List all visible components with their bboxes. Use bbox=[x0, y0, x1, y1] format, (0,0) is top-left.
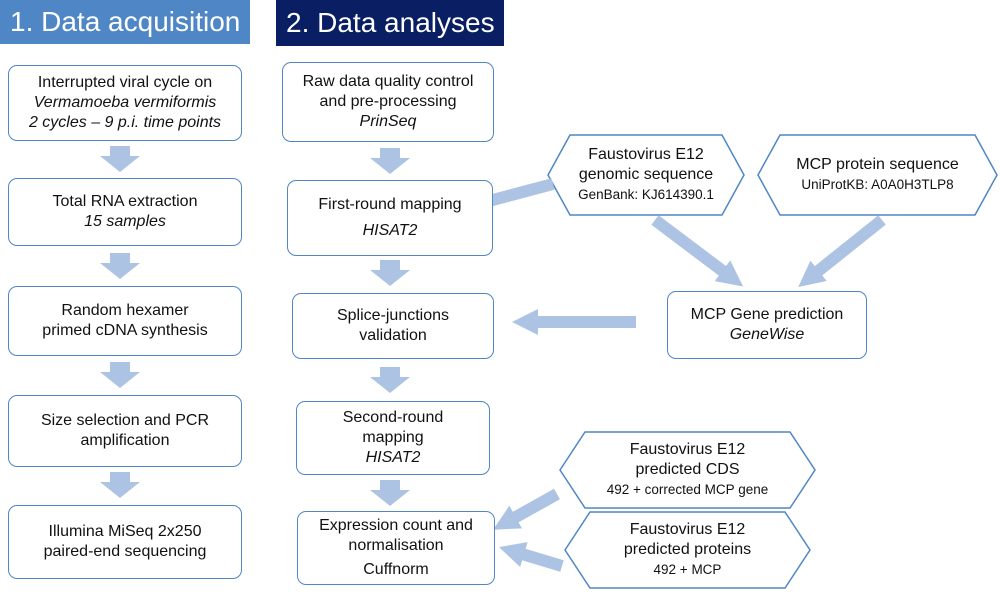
box-line: Size selection and PCR bbox=[40, 412, 210, 429]
rna-extraction-box: Total RNA extraction 15 samples bbox=[8, 178, 242, 246]
cdna-synthesis-box: Random hexamer primed cDNA synthesis bbox=[8, 286, 242, 356]
box-line: Interrupted viral cycle on bbox=[37, 74, 213, 91]
second-round-mapping-box: Second-round mapping HISAT2 bbox=[296, 401, 490, 475]
genome-sequence-input: Faustovirus E12 genomic sequence GenBank… bbox=[560, 135, 732, 215]
input-note: 492 + corrected MCP gene bbox=[606, 482, 769, 497]
down-arrow bbox=[100, 253, 140, 279]
box-line: Random hexamer bbox=[61, 302, 189, 319]
expression-count-box: Expression count and normalisation Cuffn… bbox=[297, 511, 495, 585]
tool-name: PrinSeq bbox=[359, 113, 417, 130]
down-arrow bbox=[370, 480, 410, 506]
box-line: First-round mapping bbox=[318, 196, 462, 213]
input-note: 492 + MCP bbox=[653, 562, 722, 577]
size-selection-box: Size selection and PCR amplification bbox=[8, 395, 242, 467]
down-arrow bbox=[100, 362, 140, 388]
box-line: Total RNA extraction bbox=[52, 193, 198, 210]
acquisition-down-arrows bbox=[100, 146, 140, 498]
down-arrow bbox=[100, 472, 140, 498]
box-line: and pre-processing bbox=[319, 93, 457, 110]
input-arrows bbox=[416, 178, 886, 572]
box-line: validation bbox=[359, 327, 427, 344]
box-line: Raw data quality control bbox=[302, 73, 474, 90]
input-line: Faustovirus E12 bbox=[629, 441, 746, 458]
mcp-protein-input: MCP protein sequence UniProtKB: A0A0H3TL… bbox=[768, 135, 987, 215]
input-line: predicted proteins bbox=[623, 541, 752, 558]
down-arrow bbox=[100, 146, 140, 172]
genome-to-mcp-prediction-arrow bbox=[651, 215, 744, 287]
cds-to-expression-arrow bbox=[493, 488, 560, 530]
box-line: 15 samples bbox=[84, 213, 166, 230]
input-accession: UniProtKB: A0A0H3TLP8 bbox=[801, 177, 954, 192]
down-arrow bbox=[370, 260, 410, 286]
analysis-down-arrows bbox=[370, 148, 410, 506]
tool-name: GeneWise bbox=[729, 326, 805, 343]
box-line: Splice-junctions bbox=[336, 307, 450, 324]
quality-control-box: Raw data quality control and pre-process… bbox=[282, 62, 494, 142]
genome-hexagon-outline bbox=[547, 134, 745, 216]
box-line: primed cDNA synthesis bbox=[42, 322, 208, 339]
box-line: mapping bbox=[362, 429, 424, 446]
box-line: MCP Gene prediction bbox=[690, 306, 844, 323]
data-acquisition-title: 1. Data acquisition bbox=[10, 6, 241, 37]
mcp-gene-prediction-box: MCP Gene prediction GeneWise bbox=[667, 291, 867, 359]
sequencing-box: Illumina MiSeq 2x250 paired-end sequenci… bbox=[8, 505, 242, 579]
input-line: genomic sequence bbox=[578, 166, 714, 183]
box-line: Illumina MiSeq 2x250 bbox=[48, 523, 202, 540]
data-analyses-title: 2. Data analyses bbox=[286, 7, 495, 38]
down-arrow bbox=[370, 148, 410, 174]
down-arrow bbox=[370, 367, 410, 393]
data-analyses-header: 2. Data analyses bbox=[276, 0, 504, 46]
box-line: paired-end sequencing bbox=[43, 543, 207, 560]
proteins-hexagon-outline bbox=[564, 511, 811, 589]
box-line: Second-round bbox=[342, 409, 444, 426]
splice-junctions-box: Splice-junctions validation bbox=[292, 293, 494, 359]
input-line: MCP protein sequence bbox=[796, 156, 959, 173]
predicted-cds-input: Faustovirus E12 predicted CDS 492 + corr… bbox=[575, 432, 800, 508]
mcp-protein-to-mcp-prediction-arrow bbox=[798, 215, 886, 287]
mcp-protein-hexagon-outline bbox=[757, 134, 998, 216]
viral-cycle-box: Interrupted viral cycle on Vermamoeba ve… bbox=[8, 65, 242, 141]
tool-name: HISAT2 bbox=[362, 222, 418, 239]
box-line: 2 cycles – 9 p.i. time points bbox=[28, 114, 222, 131]
box-line: Vermamoeba vermiformis bbox=[33, 94, 217, 111]
box-line: amplification bbox=[80, 432, 170, 449]
box-line: normalisation bbox=[348, 537, 444, 554]
input-line: Faustovirus E12 bbox=[588, 146, 704, 163]
first-round-mapping-box: First-round mapping HISAT2 bbox=[287, 180, 493, 256]
box-line: Expression count and bbox=[319, 517, 473, 534]
data-acquisition-header: 1. Data acquisition bbox=[0, 0, 250, 44]
input-line: predicted CDS bbox=[635, 461, 740, 478]
tool-name: HISAT2 bbox=[365, 449, 421, 466]
cds-hexagon-outline bbox=[559, 431, 816, 509]
input-line: Faustovirus E12 bbox=[629, 521, 746, 538]
input-accession: GenBank: KJ614390.1 bbox=[578, 187, 714, 202]
tool-name: Cuffnorm bbox=[363, 561, 429, 578]
predicted-proteins-input: Faustovirus E12 predicted proteins 492 +… bbox=[580, 512, 795, 588]
proteins-to-expression-arrow bbox=[499, 542, 564, 572]
